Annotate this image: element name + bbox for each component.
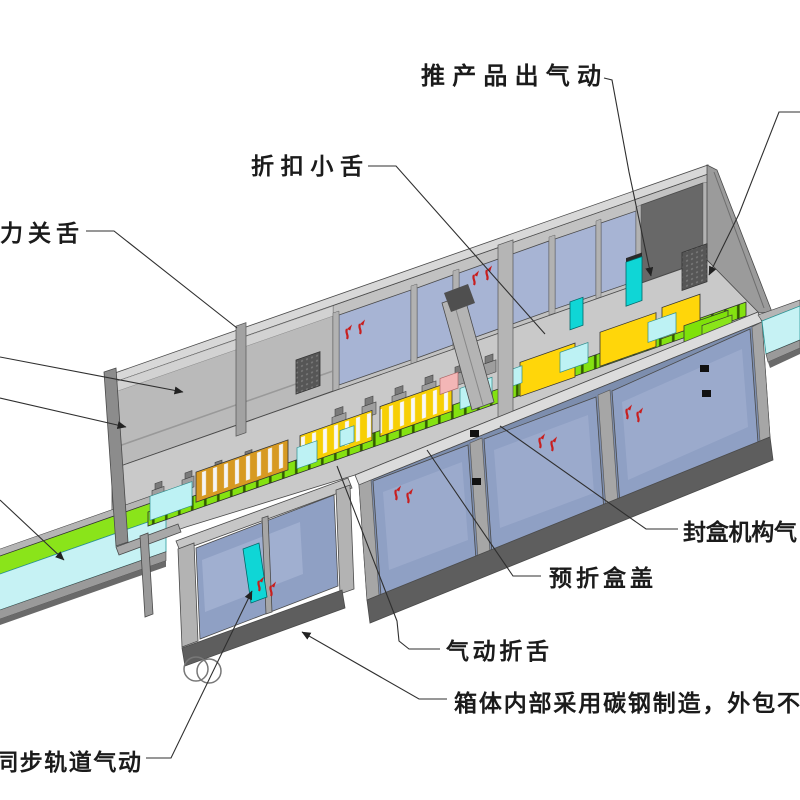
leader-pneumatic-fold <box>336 465 440 650</box>
rear-wall <box>111 164 709 470</box>
caster-wheel <box>183 656 209 682</box>
leader-push-product <box>603 77 654 277</box>
leader-fold-buckle <box>368 165 546 335</box>
leader-seal-mechanism <box>499 425 678 530</box>
label-cabinet-material-note: 箱体内部采用碳钢制造，外包不 <box>454 690 800 716</box>
label-fold-buckle-small-tongue: 折扣小舌 <box>251 153 363 179</box>
label-push-product-out-pneumatic: 推产品出气动 <box>421 62 601 90</box>
comb-block <box>444 284 475 312</box>
label-synchronous-rail-pneumatic: 同步轨道气动 <box>0 749 141 775</box>
knurled-block <box>681 243 708 292</box>
label-force-close-tongue: 力关舌 <box>0 220 79 246</box>
caster-wheel <box>196 658 222 684</box>
hinge-tabs <box>470 365 711 485</box>
cyan-cylinder <box>569 296 584 331</box>
leader-left-cut-2 <box>0 397 127 429</box>
leader-force-close <box>86 230 238 329</box>
front-bottom-band <box>366 436 774 624</box>
mid-post <box>497 239 514 426</box>
label-box-sealing-mechanism: 封盒机构气 <box>683 519 797 545</box>
leader-cabinet-note <box>301 631 447 700</box>
leader-top-right-cut <box>708 111 800 276</box>
rear-window <box>554 224 597 310</box>
leader-lines <box>0 77 800 759</box>
main-conveyor <box>147 239 747 527</box>
exit-conveyor <box>757 299 800 368</box>
sync-rail-cylinder <box>242 542 268 604</box>
label-pneumatic-fold-tongue: 气动折舌 <box>445 638 549 664</box>
yellow-slat-unit <box>379 380 453 438</box>
leader-prefold-lid <box>426 449 541 577</box>
orange-slat-unit <box>195 439 289 503</box>
inlet-box <box>175 477 355 684</box>
label-pre-fold-box-lid: 预折盒盖 <box>549 565 653 591</box>
corner-post <box>235 322 247 437</box>
pink-block <box>439 371 459 395</box>
knurled-block <box>295 351 321 395</box>
leader-left-cut-1 <box>0 356 184 395</box>
front-wall <box>354 311 774 624</box>
inlet-box-bottom-band <box>181 589 346 667</box>
cyan-cylinder <box>625 256 643 307</box>
machine-body <box>0 164 800 684</box>
inlet-box-top-rail <box>175 477 353 552</box>
chute <box>441 284 495 411</box>
leader-left-cut-3 <box>0 499 65 561</box>
left-frame <box>103 367 182 618</box>
leader-sync-rail <box>146 590 253 759</box>
